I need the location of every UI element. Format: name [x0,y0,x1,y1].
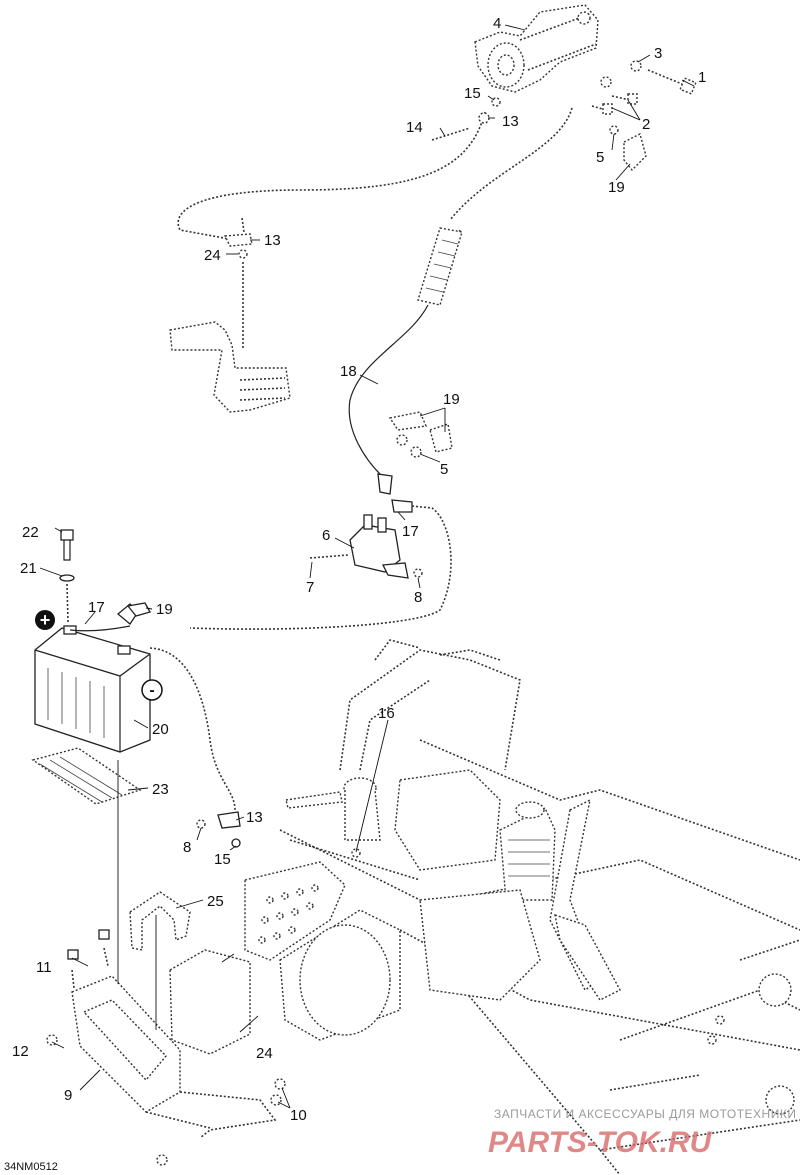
callout-17: 17 [402,523,419,540]
battery-bolt [59,529,75,623]
callout-15: 15 [464,85,481,102]
callout-18: 18 [340,363,357,380]
callout-9: 9 [64,1087,72,1104]
callout-2: 2 [642,116,650,133]
starter-solenoid [309,514,423,579]
leader-lines [39,24,695,1109]
battery-tray [46,929,286,1166]
cable-spiral-sleeve [417,227,463,306]
callout-4: 4 [493,15,501,32]
starter-motor [474,4,599,93]
callout-19: 19 [156,601,173,618]
watermark-logo: PARTS-TOK.RU [488,1126,713,1159]
battery-strap [129,891,191,951]
callout-11: 11 [36,959,52,976]
footrest-plate [244,861,346,961]
callout-3: 3 [654,45,662,62]
callout-1: 1 [698,69,706,86]
callout-19: 19 [608,179,625,196]
callout-13: 13 [264,232,281,249]
battery-mat [31,747,142,805]
callout-8: 8 [183,839,191,856]
callout-5: 5 [440,461,448,478]
callout-23: 23 [152,781,169,798]
callout-10: 10 [290,1107,307,1124]
figure-code: 34NM0512 [4,1161,58,1173]
battery [34,625,151,753]
callout-labels: 4 3 1 2 5 19 15 14 13 13 24 18 19 5 17 6… [12,15,706,1124]
callout-13: 13 [502,113,519,130]
callout-6: 6 [322,527,330,544]
engine-assembly [279,769,621,1041]
callout-8: 8 [414,589,422,606]
callout-15: 15 [214,851,231,868]
starter-bolts [591,60,697,172]
callout-13: 13 [246,809,263,826]
callout-24: 24 [204,247,221,264]
callout-5: 5 [596,149,604,166]
callout-22: 22 [22,524,39,541]
voltage-regulator [169,321,291,413]
callout-17: 17 [88,599,105,616]
callout-16: 16 [378,705,395,722]
vehicle-frame [279,639,800,1175]
callout-19: 19 [443,391,460,408]
callout-20: 20 [152,721,169,738]
battery-cover [169,949,251,1055]
ground-strap-connector [223,217,253,350]
callout-14: 14 [406,119,423,136]
callout-21: 21 [20,560,37,577]
callout-7: 7 [306,579,314,596]
callout-24: 24 [256,1045,273,1062]
battery-terminal-signs: + - [35,610,163,701]
callout-25: 25 [207,893,224,910]
negative-sign: - [149,682,154,699]
positive-sign: + [40,610,51,630]
callout-12: 12 [12,1043,29,1060]
watermark-text: ЗАПЧАСТИ И АКСЕССУАРЫ ДЛЯ МОТОТЕХНИКИ [494,1107,796,1121]
